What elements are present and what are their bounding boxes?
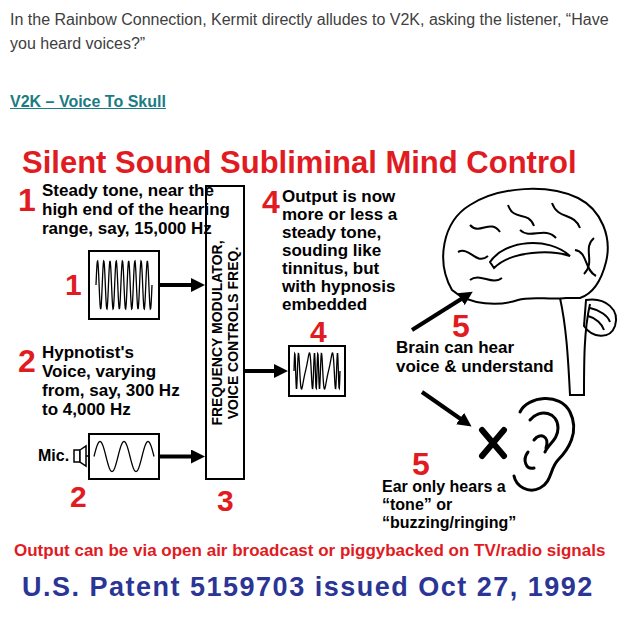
signal-box: 2 (88, 433, 160, 480)
callout-number: 4 (262, 186, 280, 218)
step-note: Hypnotist's Voice, varying from, say, 30… (42, 343, 185, 419)
modulator-box: FREQUENCY MODULATOR, VOICE CONTROLS FREQ… (205, 185, 245, 480)
step-note: Output is now more or less a steady tone… (282, 188, 407, 314)
ear-drawing (514, 398, 574, 490)
callout-number: 1 (18, 184, 36, 216)
signal-arrow (245, 369, 280, 373)
microphone-symbol (74, 446, 88, 466)
patent-note: U.S. Patent 5159703 issued Oct 27, 1992 (22, 572, 594, 602)
callout-number: 5 (412, 448, 430, 480)
diagram-title: Silent Sound Subliminal Mind Control (22, 146, 577, 180)
step-note: Ear only hears a “tone” or “buzzing/ring… (382, 478, 540, 532)
cross-mark (482, 430, 504, 456)
callout-number: 5 (452, 310, 470, 342)
callout-number: 2 (18, 345, 36, 377)
pointer-arrow (422, 392, 465, 422)
callout-number: 4 (310, 317, 327, 347)
callout-number: 2 (70, 482, 87, 512)
modulator-label: FREQUENCY MODULATOR, VOICE CONTROLS FREQ… (209, 228, 241, 438)
waveform (96, 261, 152, 309)
signal-arrow (160, 455, 197, 459)
step-note: Steady tone, near the high end of the he… (42, 181, 237, 238)
signal-box: 4 (288, 345, 346, 397)
link-text: V2K – Voice To Skull (10, 92, 166, 112)
waveform (294, 353, 340, 389)
callout-number: 1 (65, 270, 82, 300)
step-note: Brain can hear voice & understand (396, 338, 559, 376)
intro-text: In the Rainbow Connection, Kermit direct… (10, 8, 625, 56)
mic-label: Mic. (38, 447, 69, 465)
signal-box: 1 (88, 250, 160, 320)
signal-arrow (160, 283, 197, 287)
waveform (94, 442, 154, 472)
footer-note: Output can be via open air broadcast or … (14, 541, 605, 561)
callout-number: 3 (217, 486, 234, 516)
